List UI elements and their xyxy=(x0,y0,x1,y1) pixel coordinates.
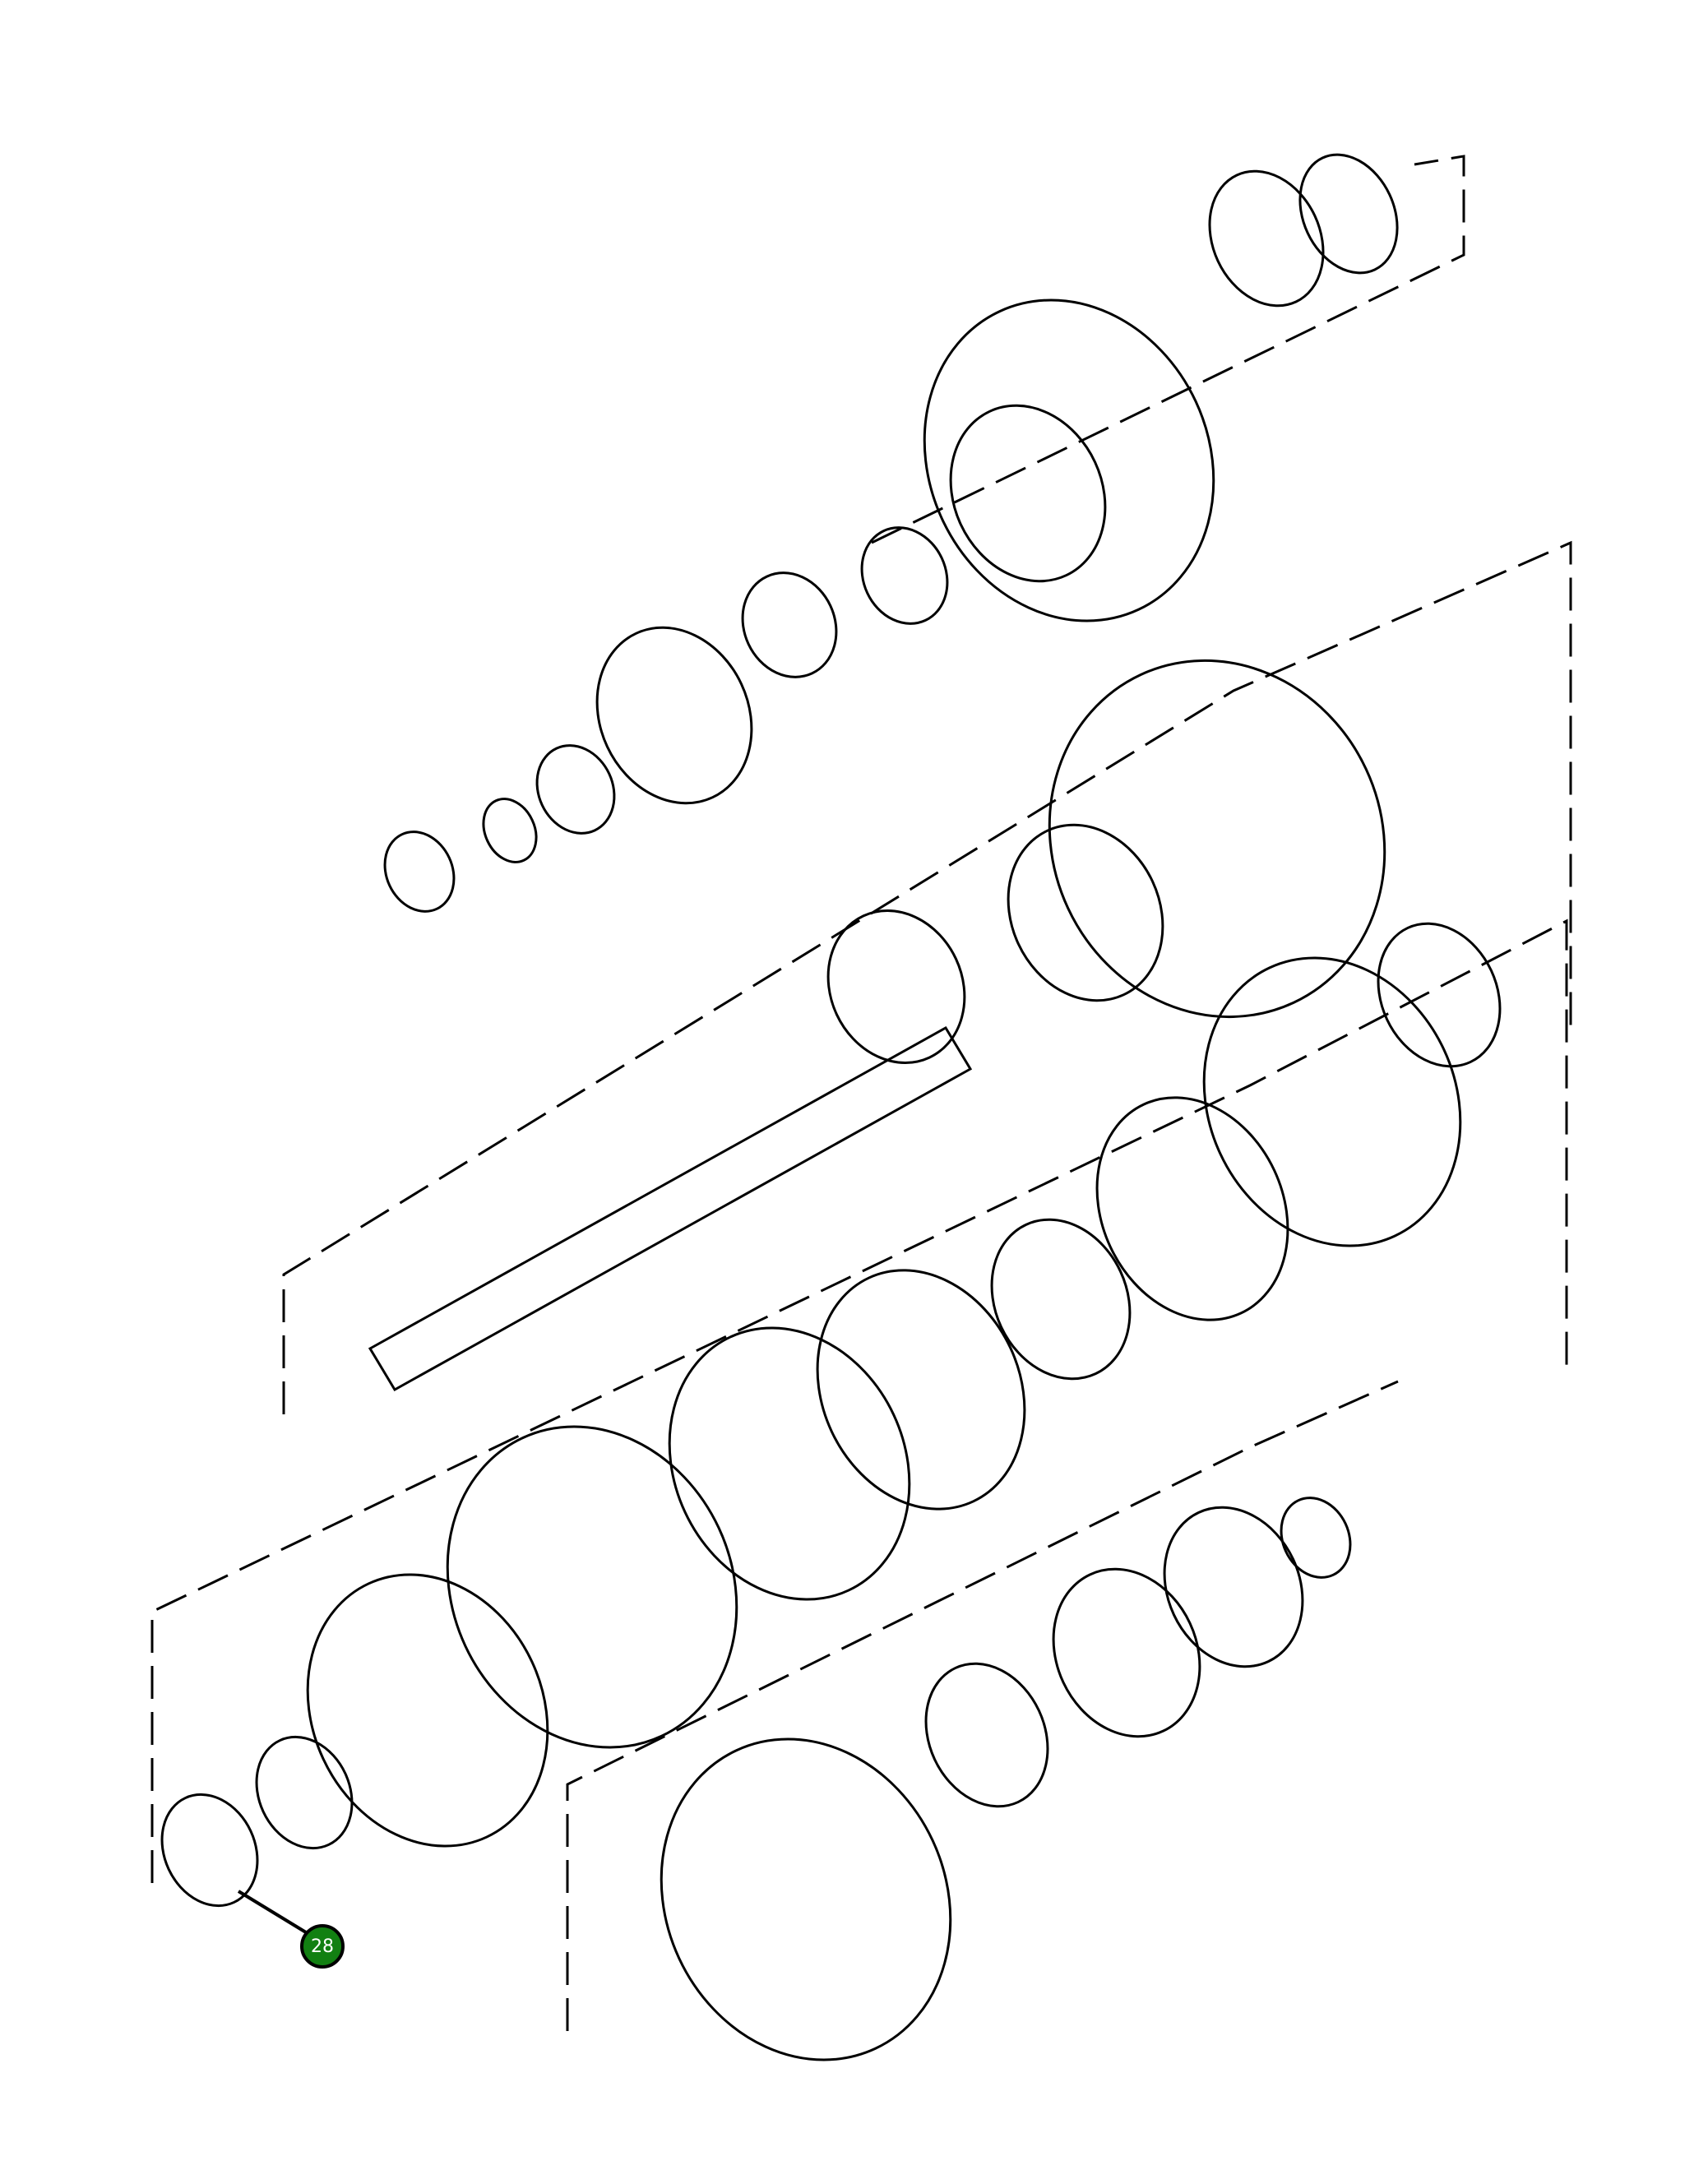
upper-assembly xyxy=(383,153,1399,913)
main-shaft xyxy=(368,659,1386,1392)
callout-leader xyxy=(237,1890,308,1934)
group-outlines xyxy=(150,155,1572,2031)
callout-badge-28[interactable]: 28 xyxy=(300,1924,345,1969)
lower-assembly xyxy=(160,922,1502,2061)
callout-label: 28 xyxy=(311,1936,334,1957)
